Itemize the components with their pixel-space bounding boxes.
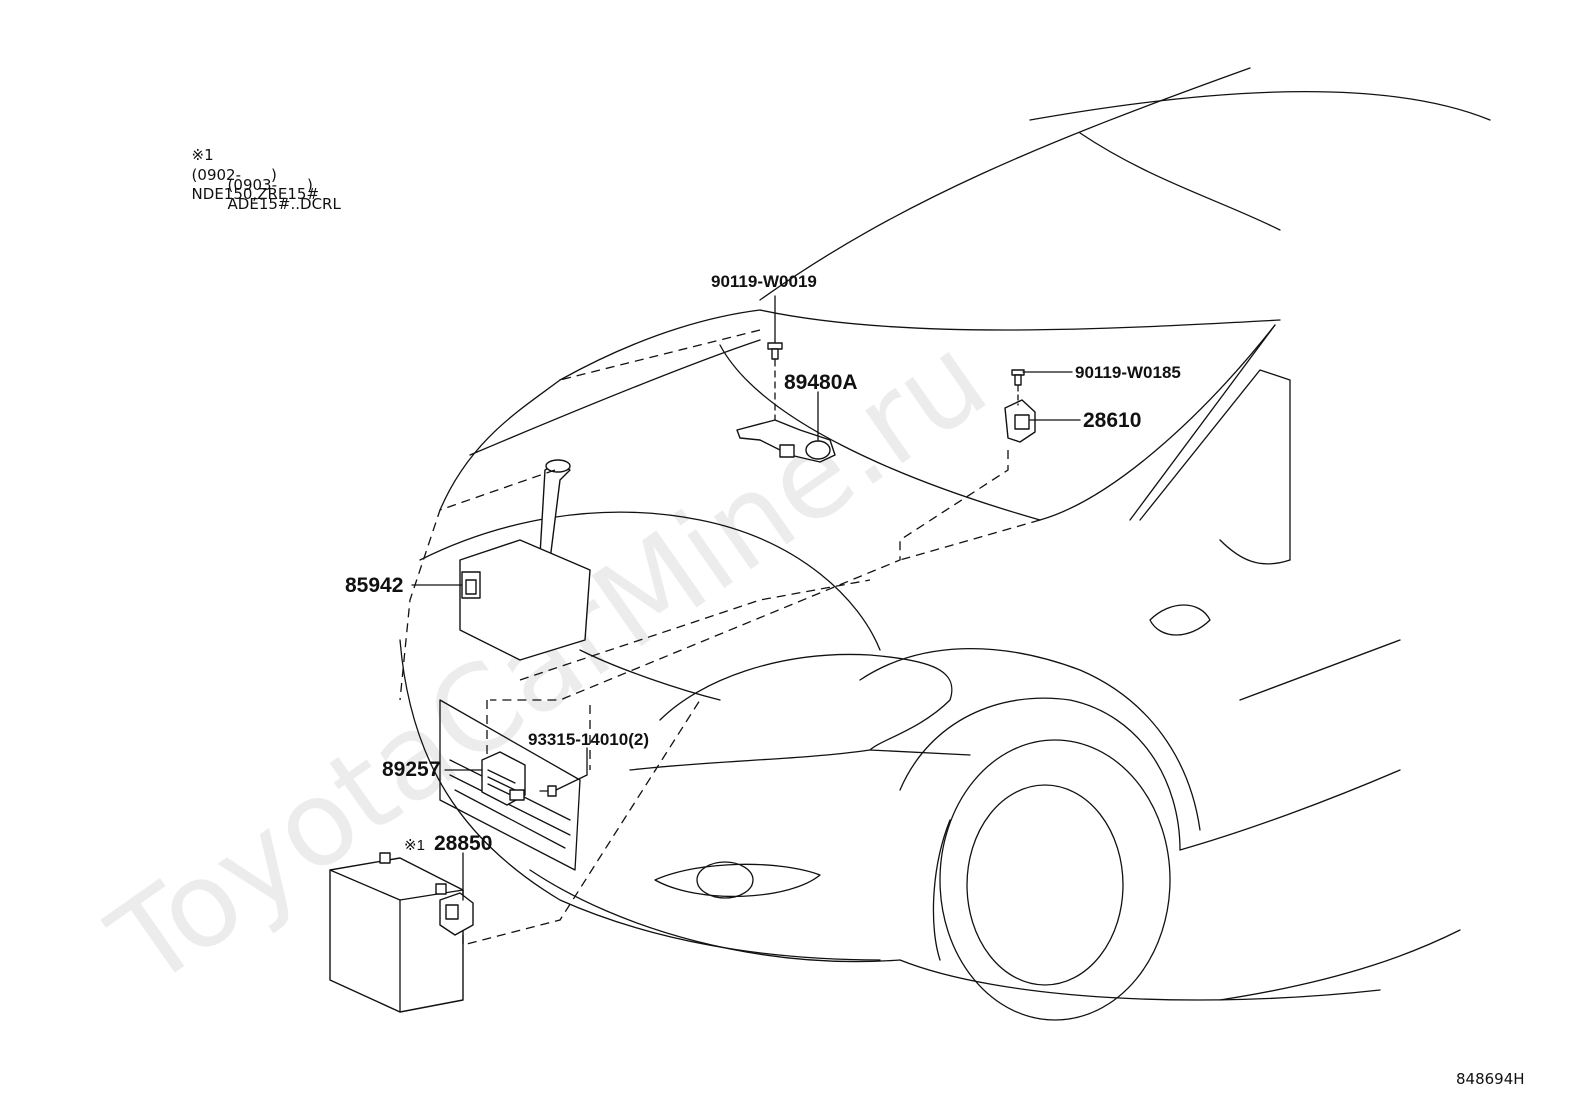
note-models-2: ADE15#..DCRL xyxy=(227,195,341,213)
label-89257: 89257 xyxy=(382,758,440,781)
applicability-note-2: (0903- ) ADE15#..DCRL xyxy=(218,156,341,213)
watermark: ToyotaCarMine.ru xyxy=(86,309,1010,1014)
label-85942: 85942 xyxy=(345,574,403,597)
label-90119-w0019: 90119-W0019 xyxy=(711,272,817,291)
leader-lines xyxy=(411,371,1081,901)
note-models-1: NDE150,ZRE15# xyxy=(191,185,320,203)
screw-93315-14010 xyxy=(539,785,557,797)
note-mark: ※1 xyxy=(191,146,214,164)
label-90119-w0185: 90119-W0185 xyxy=(1075,363,1181,382)
label-89480a: 89480A xyxy=(784,371,858,394)
part-28610-sensor xyxy=(1004,399,1036,443)
diagram-code: 848694H xyxy=(1456,1070,1525,1088)
part-28850-sensor xyxy=(439,892,474,936)
battery xyxy=(329,852,464,1013)
washer-tank-85942 xyxy=(459,459,591,661)
car-body-outline xyxy=(399,67,1491,1021)
dashed-reference-lines xyxy=(399,329,1041,946)
note-range-2: (0903- ) xyxy=(227,176,313,194)
part-89257-module xyxy=(481,751,526,806)
note-range-1: (0902- ) xyxy=(191,166,277,184)
label-28850-mark: ※1 xyxy=(404,837,425,854)
bolt-90119-w0019 xyxy=(767,295,783,421)
part-89480a-bracket xyxy=(736,419,836,463)
label-28850: 28850 xyxy=(434,832,492,855)
label-28610: 28610 xyxy=(1083,409,1141,432)
label-93315-14010: 93315-14010(2) xyxy=(528,730,649,749)
applicability-note-1: ※1 (0902- ) NDE150,ZRE15# xyxy=(182,128,319,203)
